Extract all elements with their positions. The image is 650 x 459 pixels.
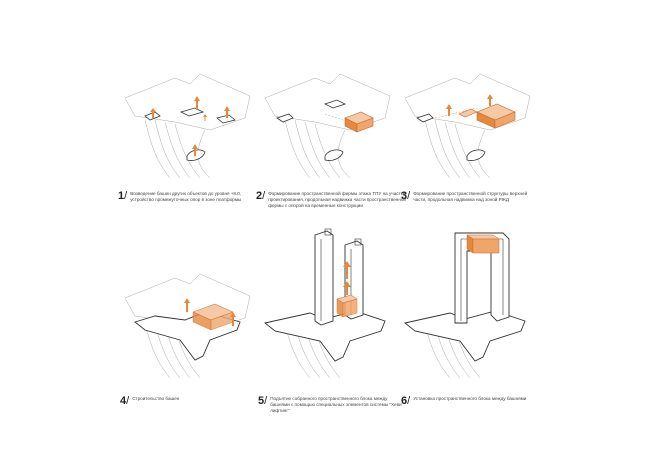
step-1-caption: 1/ Возведение башен других объектов до у… xyxy=(118,191,266,203)
step-3-diagram xyxy=(404,73,531,179)
step-3-caption: 3/ Формирование пространственной структу… xyxy=(401,191,541,203)
step-6-caption: 6/ Установка пространственного блока меж… xyxy=(401,396,551,407)
step-1-number: 1/ xyxy=(118,190,128,202)
step-3-text: Формирование пространственной структуры … xyxy=(413,191,528,202)
step-2-diagram xyxy=(264,73,391,179)
step-5-caption: 5/ Подъятие собранного пространственного… xyxy=(258,396,408,414)
step-4-text: Строительство башен xyxy=(132,396,180,401)
step-2-text: Формирование пространственной фермы этаж… xyxy=(268,191,406,208)
step-2-number: 2/ xyxy=(256,190,266,202)
step-2-caption: 2/ Формирование пространственной фермы э… xyxy=(256,191,406,209)
step-4-number: 4/ xyxy=(120,395,130,407)
step-5-diagram xyxy=(263,228,386,379)
step-6-number: 6/ xyxy=(401,395,411,407)
step-1-diagram xyxy=(124,73,251,179)
step-5-number: 5/ xyxy=(258,395,268,407)
step-6-diagram xyxy=(403,232,526,379)
step-4-caption: 4/ Строительство башен xyxy=(120,396,260,407)
step-1-text: Возведение башен других объектов до уров… xyxy=(130,191,242,202)
step-3-number: 3/ xyxy=(401,190,411,202)
step-5-text: Подъятие собранного пространственного бл… xyxy=(270,396,402,413)
step-4-diagram xyxy=(124,273,251,379)
step-6-text: Установка пространственного блока между … xyxy=(413,396,527,401)
